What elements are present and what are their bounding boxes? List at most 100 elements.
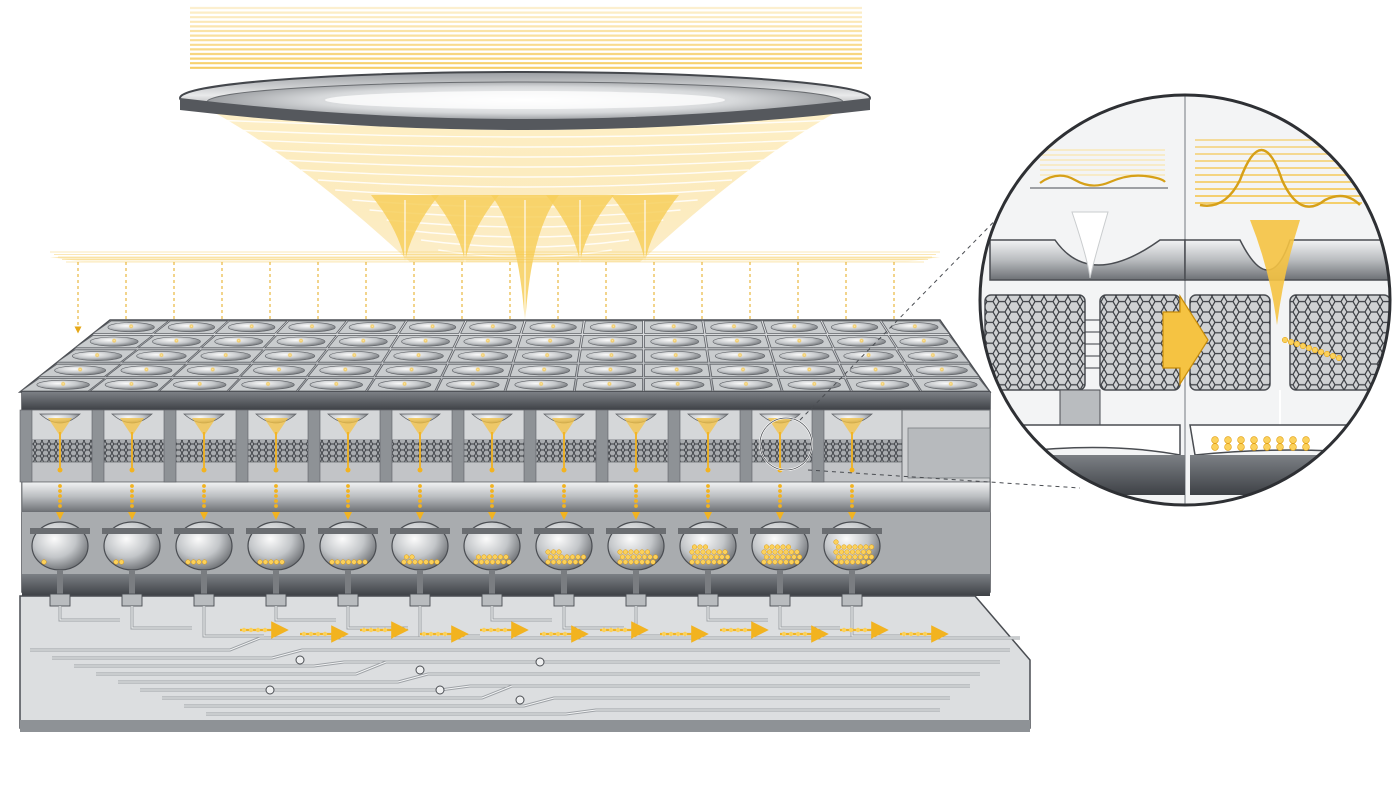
- electron-dot: [202, 504, 206, 508]
- via-pad: [769, 593, 791, 607]
- gate-dot: [273, 467, 279, 473]
- stored-electron: [860, 559, 867, 565]
- electron-dot: [634, 484, 638, 488]
- electron-dot: [274, 489, 278, 493]
- light-spot: [333, 381, 339, 387]
- bucket-stem: [777, 570, 783, 596]
- electron-dot: [202, 494, 206, 498]
- electron-dot: [346, 489, 350, 493]
- electron-dot: [562, 504, 566, 508]
- electron-dot: [778, 484, 782, 488]
- pixel-wall: [91, 409, 105, 483]
- moving-electron: [802, 631, 808, 637]
- stored-electron: [484, 559, 490, 565]
- moving-electron: [601, 627, 607, 633]
- stored-electron: [772, 559, 778, 565]
- gate-dot: [201, 467, 207, 473]
- stored-electron: [761, 549, 767, 555]
- bucket-stem: [345, 570, 351, 596]
- electron-dot: [634, 494, 638, 498]
- stored-electron: [503, 554, 509, 560]
- moving-electron: [901, 631, 907, 637]
- stored-electron: [700, 549, 706, 555]
- light-spot: [173, 338, 179, 344]
- electron-dot: [202, 489, 206, 493]
- stored-electron: [866, 559, 872, 565]
- funnel-glow: [480, 418, 504, 436]
- stored-electron: [406, 559, 413, 565]
- stored-electron: [794, 549, 800, 555]
- light-spot: [796, 338, 802, 344]
- gate-dot: [561, 467, 567, 473]
- bucket-rim: [174, 528, 234, 534]
- stored-electron: [769, 554, 775, 560]
- stored-electron: [713, 554, 720, 560]
- stored-electron: [708, 554, 714, 560]
- stored-electron: [841, 554, 847, 560]
- lattice-pattern: [985, 295, 1085, 390]
- funnel-glow: [192, 418, 216, 436]
- light-spot: [369, 323, 375, 329]
- light-spot: [158, 352, 164, 358]
- light-spot: [416, 352, 422, 358]
- bus-trace-highlight: [52, 649, 1010, 659]
- stored-electron: [622, 549, 629, 555]
- bucket-stem: [489, 570, 495, 596]
- light-spot: [608, 352, 614, 358]
- electron-dot: [490, 489, 494, 493]
- bus-trace-highlight: [206, 709, 940, 715]
- moving-electron: [322, 631, 328, 637]
- released-electron: [1293, 340, 1301, 348]
- bucket-rim: [462, 528, 522, 534]
- collected-electron: [1224, 443, 1232, 451]
- stored-electron: [556, 549, 562, 555]
- via-pad: [625, 593, 647, 607]
- stored-electron: [473, 559, 479, 565]
- stored-electron: [475, 554, 482, 560]
- collected-electron: [1250, 436, 1258, 444]
- funnel-glow: [552, 418, 576, 436]
- moving-electron: [848, 627, 854, 633]
- released-electron: [1317, 348, 1325, 356]
- stored-electron: [763, 544, 770, 550]
- electron-dot: [130, 499, 134, 503]
- moving-electron: [301, 631, 307, 637]
- leader-line: [807, 469, 1081, 489]
- stored-electron: [340, 559, 346, 565]
- stored-electron: [564, 554, 570, 560]
- electron-dot: [58, 494, 62, 498]
- electron-dot: [706, 484, 710, 488]
- electron-dot: [58, 489, 62, 493]
- readout-circuit-board: [19, 593, 1031, 732]
- moving-electron: [262, 627, 268, 633]
- bucket-rim: [750, 528, 810, 534]
- electron-dot: [778, 504, 782, 508]
- stored-electron: [329, 559, 335, 565]
- stored-electron: [835, 554, 842, 560]
- collected-electron: [1211, 436, 1219, 444]
- stored-electron: [844, 549, 850, 555]
- stored-electron: [722, 549, 728, 555]
- moving-electron: [555, 631, 561, 637]
- gate-dot: [633, 467, 639, 473]
- bus-trace-highlight: [184, 697, 950, 707]
- gate-dot: [417, 467, 423, 473]
- collected-electron: [1263, 436, 1271, 444]
- light-spot: [475, 366, 481, 373]
- light-spot: [197, 381, 203, 387]
- light-spot: [606, 381, 612, 387]
- stored-electron: [279, 559, 285, 565]
- collected-electron: [1224, 436, 1232, 444]
- light-spot: [740, 366, 746, 373]
- cone-contour: [232, 129, 818, 138]
- electron-dot: [130, 489, 134, 493]
- light-spot: [743, 381, 749, 387]
- collected-electron: [1237, 443, 1245, 451]
- light-spot: [128, 381, 134, 387]
- top-lip: [22, 392, 990, 410]
- bucket-stem: [129, 570, 135, 596]
- light-spot: [360, 338, 366, 344]
- via-pad: [121, 593, 143, 607]
- stored-electron: [694, 549, 701, 555]
- moving-electron: [495, 627, 501, 633]
